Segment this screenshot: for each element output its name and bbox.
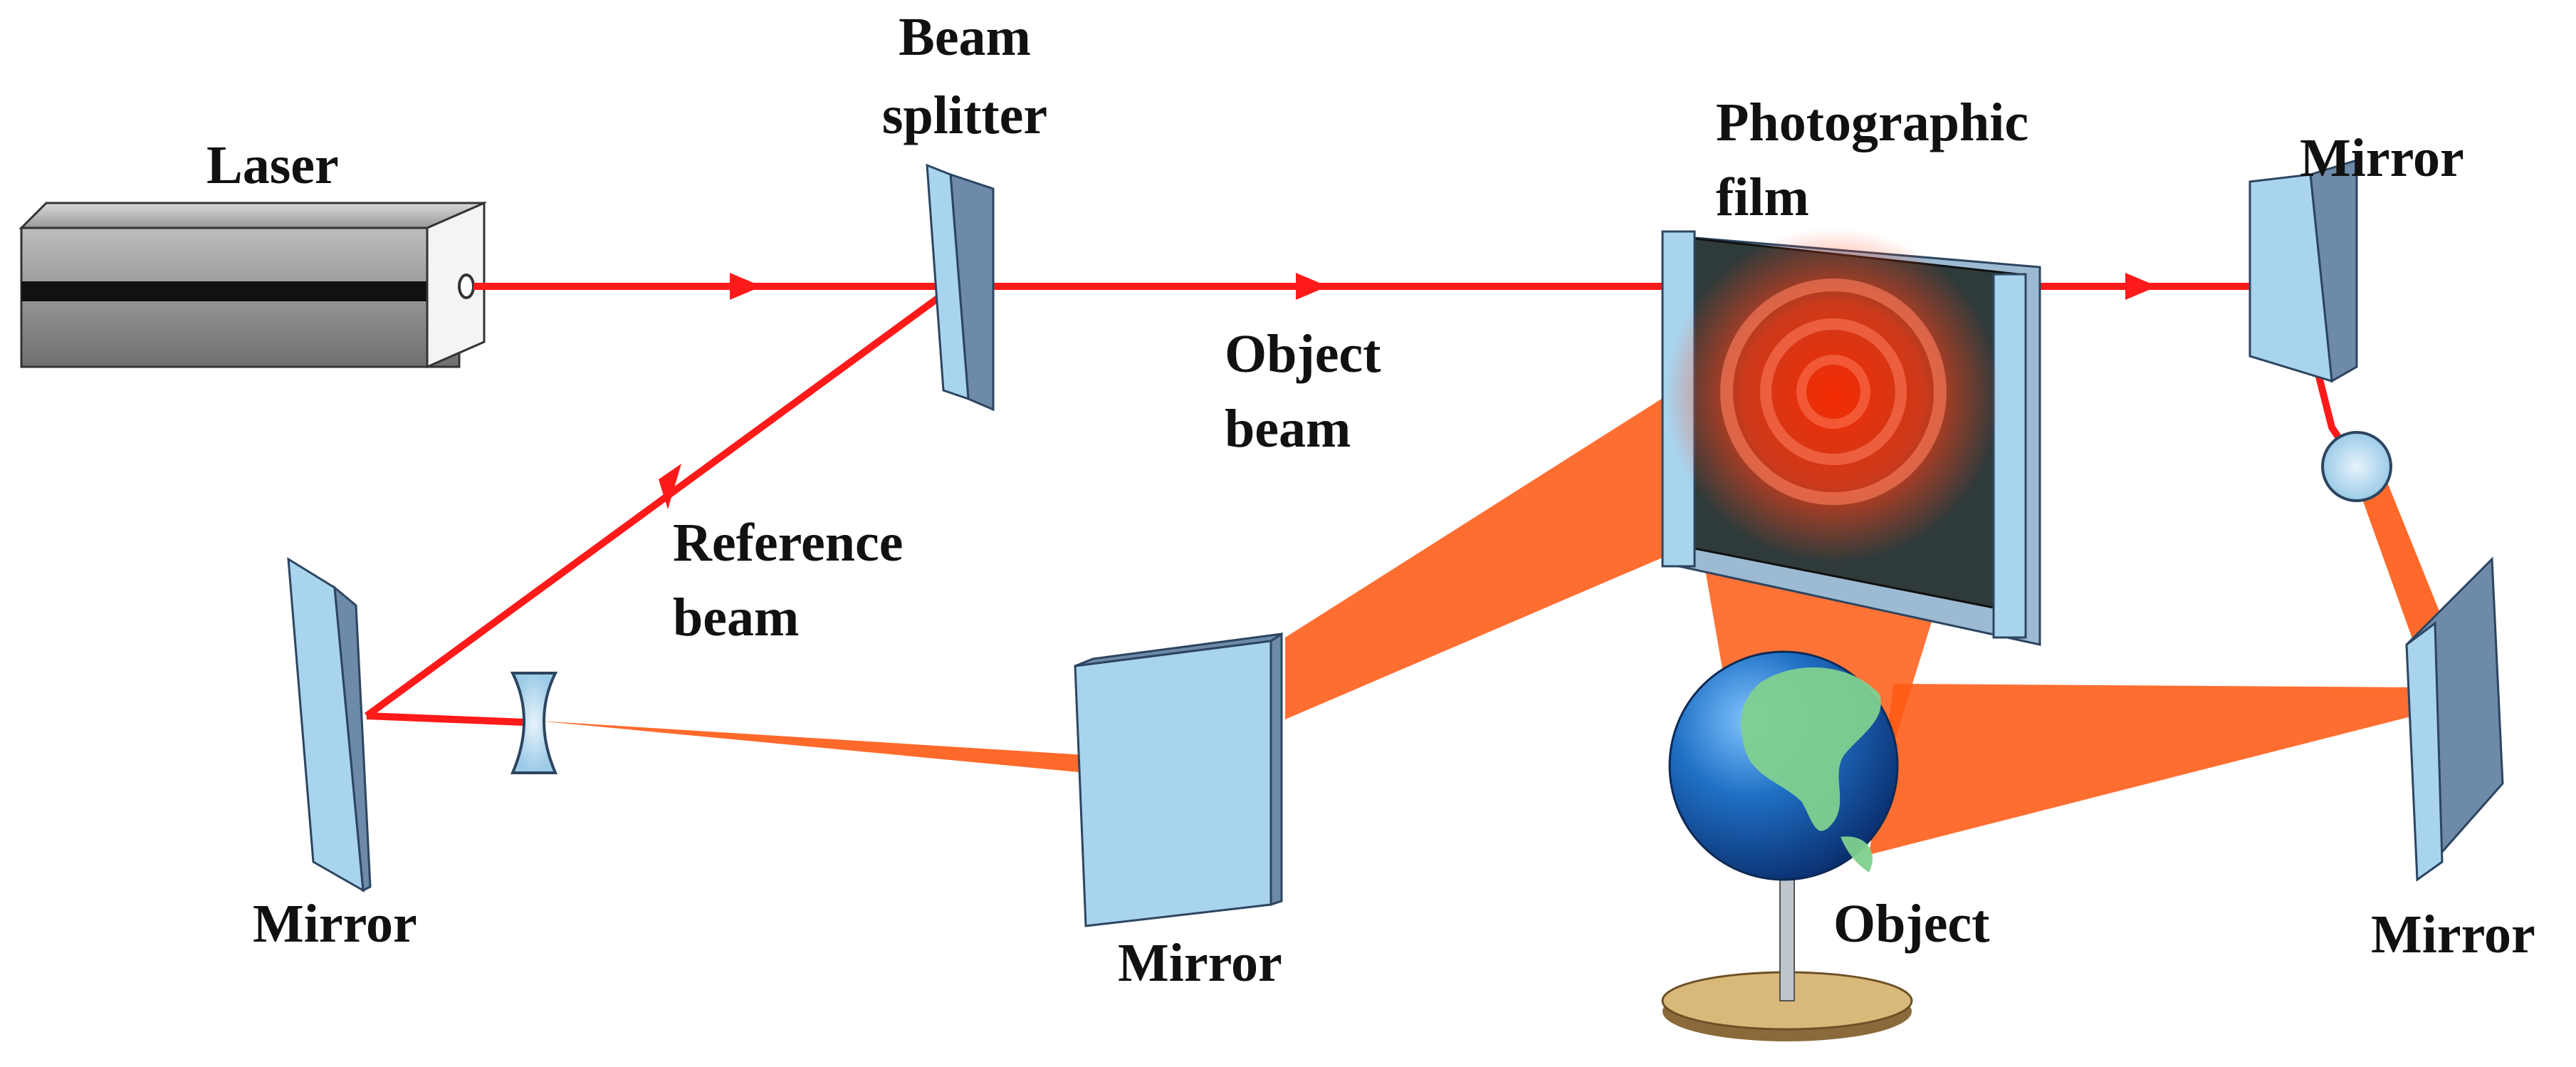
photographic-film-label-line2: film xyxy=(1716,167,1809,227)
mirror-center-label: Mirror xyxy=(1118,933,1282,993)
reference-beam-line xyxy=(365,283,956,719)
beam-splitter-label-line1: Beam xyxy=(899,7,1031,67)
interference-ring xyxy=(1796,355,1870,429)
object-label: Object xyxy=(1833,894,1990,954)
diverging-beam-to-center-mirror xyxy=(538,721,1086,773)
object-beam-label-line1: Object xyxy=(1225,324,1381,384)
beam-top-lens-to-right-mirror xyxy=(2353,459,2453,662)
diverging-lens xyxy=(510,672,558,774)
laser-top-face xyxy=(19,202,487,229)
mirror-right-face xyxy=(2405,621,2444,882)
mirror-right xyxy=(2405,556,2504,882)
interference-ring xyxy=(1760,318,1907,465)
interference-ring xyxy=(1720,279,1947,505)
laser-stripe xyxy=(21,281,459,301)
laser-end-cap xyxy=(426,201,486,369)
laser-aperture xyxy=(458,274,475,299)
arrow-after-film xyxy=(2125,273,2157,300)
mirror-center-side xyxy=(1269,632,1283,907)
object-globe xyxy=(1661,650,1913,1041)
beam-center-mirror-to-film xyxy=(1285,385,1684,719)
mirror-top-right-label: Mirror xyxy=(2300,128,2464,188)
lens-top-right xyxy=(2321,431,2392,502)
globe-land xyxy=(1741,667,1881,831)
globe-land-south xyxy=(1841,836,1873,873)
mirror-center xyxy=(1074,632,1283,927)
photographic-film-label-line1: Photographic xyxy=(1716,93,2029,152)
mirror-left xyxy=(287,557,372,892)
mirror-left-edge xyxy=(333,585,372,892)
mirror-top-right xyxy=(2248,158,2358,383)
reference-beam-label-line1: Reference xyxy=(673,513,904,573)
photographic-film xyxy=(1661,228,2041,646)
diverging-lens-shape xyxy=(510,672,558,774)
mirror-left-label: Mirror xyxy=(253,894,417,954)
beam-splitter-label-line2: splitter xyxy=(881,85,1048,145)
film-right-post xyxy=(1992,273,2027,639)
arrow-laser-beam xyxy=(730,273,762,300)
expanded-beams xyxy=(538,385,2453,855)
laser-label: Laser xyxy=(206,135,339,195)
mirror-center-face xyxy=(1074,640,1272,927)
beam-right-mirror-to-object xyxy=(1869,684,2414,855)
beam-arrows xyxy=(659,273,2157,509)
laser-device xyxy=(19,201,487,369)
beam-splitter xyxy=(926,163,995,412)
object-beam-label-line2: beam xyxy=(1225,399,1351,459)
lens-top-right-body xyxy=(2321,431,2392,502)
mirror-right-label: Mirror xyxy=(2371,905,2535,964)
arrow-object-beam xyxy=(1296,273,1328,300)
mirror-top-right-face xyxy=(2248,173,2333,383)
reference-beam-label-line2: beam xyxy=(673,588,800,647)
beam-splitter-face xyxy=(926,163,970,401)
arrow-reference-beam xyxy=(659,464,681,509)
beam-left-mirror-to-lens xyxy=(366,712,542,727)
interference-glow xyxy=(1666,228,2001,563)
